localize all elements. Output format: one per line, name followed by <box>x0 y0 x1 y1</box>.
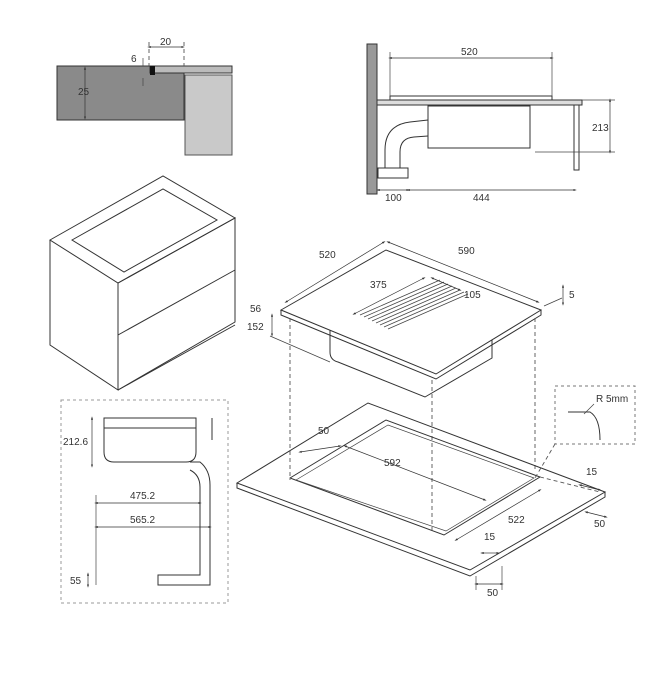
counter-detail: 25 20 6 <box>56 37 233 156</box>
cabinet-illustration <box>49 175 237 391</box>
height-label: 213 <box>592 123 609 134</box>
duct-outer-label: 565.2 <box>130 515 155 526</box>
front-gap-label: 15 <box>484 532 496 543</box>
duct-view: 212.6 475.2 565.2 55 <box>60 399 229 604</box>
side-margin-b-label: 50 <box>594 519 606 530</box>
worktop-cutout: 50 592 522 15 50 15 50 R 5mm <box>235 385 636 599</box>
front-margin-label: 50 <box>318 426 330 437</box>
duct-inner-label: 475.2 <box>130 491 155 502</box>
duct-length-label: 444 <box>473 193 490 204</box>
cutout-width-label: 592 <box>384 458 401 469</box>
hob-depth-label: 520 <box>319 250 336 261</box>
duct-height-label: 212.6 <box>63 437 88 448</box>
frame-label: 56 <box>250 304 262 315</box>
thickness-label: 25 <box>78 87 90 98</box>
body-depth-label: 152 <box>247 322 264 333</box>
cutout-depth-label: 522 <box>508 515 525 526</box>
duct-bottom-label: 55 <box>70 576 82 587</box>
hob-width-label: 590 <box>458 246 475 257</box>
vent-length-label: 375 <box>370 280 387 291</box>
duct-offset-label: 100 <box>385 193 402 204</box>
vent-width-label: 105 <box>464 290 481 301</box>
width-label: 520 <box>461 47 478 58</box>
front-edge-label: 50 <box>487 588 499 599</box>
glass-label: 5 <box>569 290 575 301</box>
hob-illustration: 520 590 375 105 5 56 152 <box>247 241 575 530</box>
side-view: 520 213 100 444 <box>366 43 615 204</box>
radius-label: R 5mm <box>596 394 628 405</box>
gap-label: 20 <box>160 37 172 48</box>
depth-label: 6 <box>131 54 137 65</box>
side-margin-a-label: 15 <box>586 467 598 478</box>
